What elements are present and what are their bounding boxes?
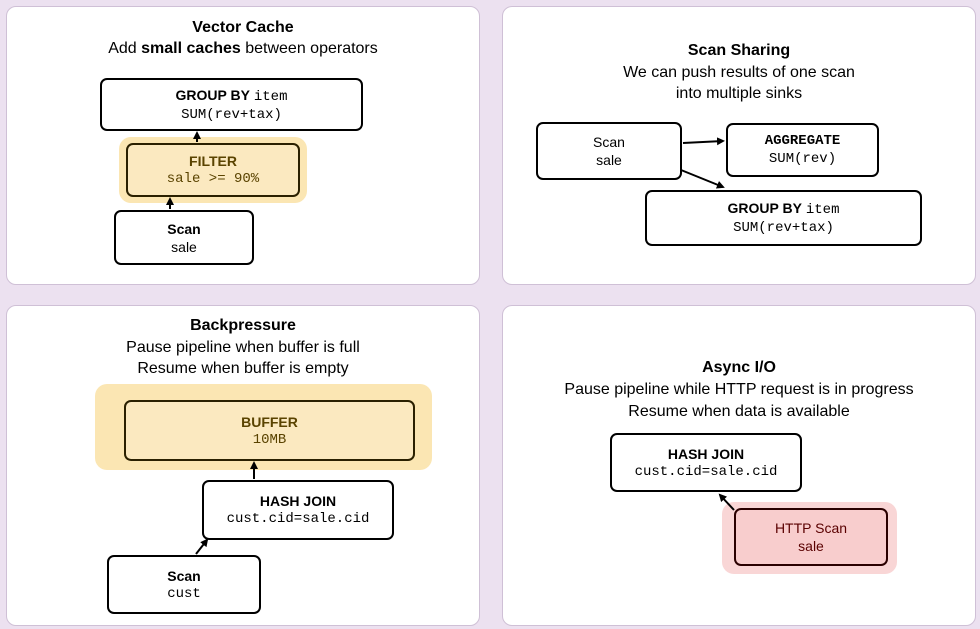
backpressure-arrows — [195, 461, 258, 555]
scan-label: Scan — [167, 220, 201, 237]
hash-join-node: HASH JOIN cust.cid=sale.cid — [202, 480, 394, 540]
scan-table: cust — [167, 585, 201, 602]
group-by-node: GROUP BY item SUM(rev+tax) — [645, 190, 922, 246]
aggregate-node: AGGREGATE SUM(rev) — [726, 123, 879, 177]
arrow-scan-to-join — [195, 538, 209, 555]
async-io-panel: Async I/O Pause pipeline while HTTP requ… — [502, 305, 976, 626]
arrow-scan-to-groupby — [680, 169, 725, 189]
hash-join-label: HASH JOIN — [667, 445, 745, 462]
async-io-subtitle-1: Pause pipeline while HTTP request is in … — [564, 381, 914, 398]
hash-join-label: HASH JOIN — [259, 493, 337, 509]
scan-table: sale — [171, 238, 197, 255]
scan-node: Scan sale — [114, 210, 254, 265]
scan-sharing-title: Scan Sharing — [687, 42, 791, 59]
scan-sharing-panel: Scan Sharing We can push results of one … — [502, 6, 976, 285]
vector-cache-panel: Vector Cache Add small caches between op… — [6, 6, 480, 285]
http-scan-node: HTTP Scan sale — [734, 508, 888, 566]
group-by-node: GROUP BY item SUM(rev+tax) — [100, 78, 363, 131]
backpressure-subtitle-2: Resume when buffer is empty — [137, 360, 349, 377]
aggregate-expr: SUM(rev) — [768, 151, 837, 167]
hash-join-cond: cust.cid=sale.cid — [634, 463, 778, 480]
buffer-label: BUFFER — [241, 413, 298, 430]
vector-cache-title: Vector Cache — [192, 19, 294, 36]
scan-node: Scan sale — [536, 122, 682, 180]
backpressure-subtitle-1: Pause pipeline when buffer is full — [126, 339, 360, 356]
filter-label: FILTER — [189, 153, 237, 169]
buffer-size: 10MB — [252, 431, 287, 448]
vector-cache-subtitle: Add small caches between operators — [7, 38, 479, 59]
scan-sharing-arrows — [680, 137, 725, 189]
vector-cache-arrows — [166, 131, 201, 209]
subtitle-pre: Add — [108, 40, 142, 57]
buffer-node: BUFFER 10MB — [124, 400, 415, 461]
filter-expr: sale >= 90% — [166, 171, 260, 187]
scan-label: Scan — [167, 567, 201, 584]
scan-node: Scan cust — [107, 555, 261, 614]
scan-table: sale — [596, 152, 622, 168]
group-by-expr: SUM(rev+tax) — [733, 220, 834, 236]
http-scan-table: sale — [798, 538, 824, 554]
group-by-line: GROUP BY item — [176, 86, 288, 106]
async-io-subtitle-2: Resume when data is available — [628, 403, 850, 420]
filter-node: FILTER sale >= 90% — [126, 143, 300, 197]
backpressure-panel: Backpressure Pause pipeline when buffer … — [6, 305, 480, 626]
scan-sharing-subtitle-1: We can push results of one scan — [623, 64, 855, 81]
group-by-field: item — [805, 202, 840, 218]
group-by-expr: SUM(rev+tax) — [181, 106, 282, 123]
arrow-scan-to-aggregate — [682, 137, 725, 146]
arrow-httpscan-to-join — [718, 493, 735, 511]
backpressure-title: Backpressure — [190, 317, 296, 334]
group-by-keyword: GROUP BY — [727, 200, 802, 216]
scan-label: Scan — [593, 134, 625, 150]
hash-join-cond: cust.cid=sale.cid — [226, 511, 370, 527]
async-io-arrows — [718, 493, 735, 511]
hash-join-node: HASH JOIN cust.cid=sale.cid — [610, 433, 802, 492]
aggregate-label: AGGREGATE — [764, 133, 841, 149]
subtitle-bold: small caches — [141, 40, 241, 57]
scan-sharing-subtitle-2: into multiple sinks — [675, 85, 803, 102]
group-by-line: GROUP BY item — [728, 199, 840, 219]
group-by-keyword: GROUP BY — [175, 86, 250, 103]
http-scan-label: HTTP Scan — [774, 520, 848, 536]
group-by-field: item — [253, 88, 288, 105]
subtitle-post: between operators — [240, 40, 378, 57]
async-io-title: Async I/O — [702, 359, 776, 376]
